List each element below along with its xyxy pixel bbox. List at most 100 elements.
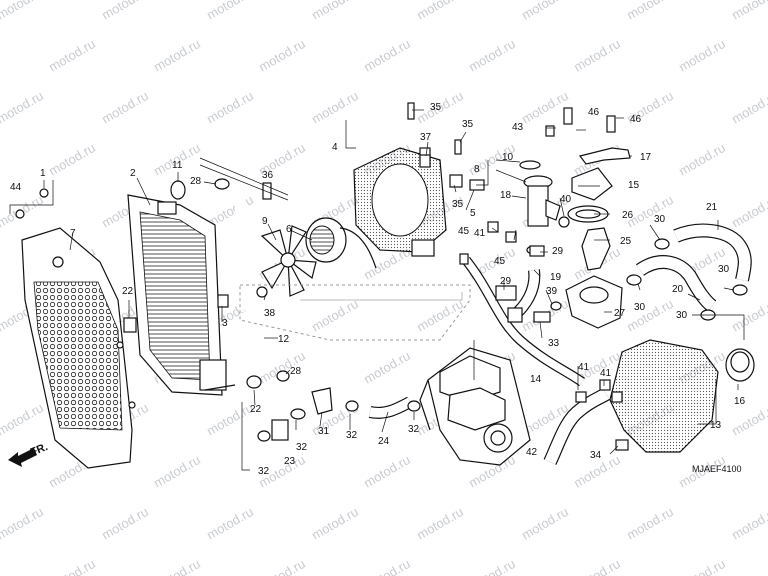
clamp-28-top <box>214 178 230 190</box>
radiator-core <box>127 194 236 396</box>
watermark-text: motod.ru <box>519 88 571 127</box>
front-label: FR. <box>29 441 50 459</box>
watermark-text: motod.ru <box>0 88 46 127</box>
callout-8: 8 <box>474 164 480 175</box>
engine-block <box>419 347 531 466</box>
callout-18: 18 <box>500 190 512 201</box>
bolt-35-right <box>454 139 462 155</box>
hose-23 <box>271 419 289 441</box>
clamp-32-c <box>345 400 359 412</box>
watermark-text: motod.ru <box>256 36 308 75</box>
callout-16: 16 <box>734 396 746 407</box>
callout-21: 21 <box>706 202 718 213</box>
watermark-text: motod.ru <box>571 556 623 576</box>
watermark-text: motod.ru <box>624 504 676 543</box>
callout-27: 27 <box>614 308 626 319</box>
callout-5: 5 <box>470 208 476 219</box>
nut-38 <box>256 286 268 298</box>
watermark-text: motod.ru <box>0 504 46 543</box>
watermark-text: motod.ru <box>729 0 768 23</box>
callout-20: 20 <box>672 284 684 295</box>
diagram-code: MJAEF4100 <box>692 464 742 474</box>
watermark-text: motod.ru <box>466 556 518 576</box>
callout-28: 28 <box>290 366 302 377</box>
watermark-text: motod.ru <box>729 192 768 231</box>
callout-34: 34 <box>590 450 602 461</box>
collar-22 <box>246 375 262 389</box>
bolt-34 <box>615 439 629 451</box>
callout-32: 32 <box>408 424 420 435</box>
watermark-text: motod.ru <box>151 452 203 491</box>
radiator-grille-cover <box>21 227 136 469</box>
callout-39: 39 <box>546 286 558 297</box>
callout-13: 13 <box>710 420 722 431</box>
frame-outline <box>239 284 471 341</box>
callout-41: 41 <box>600 368 612 379</box>
joint-29 <box>495 285 517 301</box>
callout-29: 29 <box>552 246 564 257</box>
hose-24 <box>369 397 413 418</box>
watermark-text: motod.ru <box>0 0 46 23</box>
clamp-32-a <box>257 430 271 442</box>
callout-30: 30 <box>676 310 688 321</box>
watermark-text: motod.ru <box>519 0 571 23</box>
callout-10: 10 <box>502 152 514 163</box>
callout-30: 30 <box>718 264 730 275</box>
watermark-text: motod.ru <box>204 400 256 439</box>
clip-41 <box>459 253 469 265</box>
front-direction-indicator: FR. <box>8 441 50 467</box>
clamp-32-b <box>290 408 306 420</box>
watermark-text: motod.ru <box>414 504 466 543</box>
cushion-37 <box>419 154 431 168</box>
cooling-fan <box>260 225 317 297</box>
frame-rail <box>300 292 463 301</box>
grommet-3 <box>217 294 229 308</box>
watermark-text: motod.ru <box>46 556 98 576</box>
hose-20 <box>636 256 716 311</box>
callout-45: 45 <box>458 226 470 237</box>
callout-12: 12 <box>278 334 290 345</box>
watermark-text: motod.ru <box>414 0 466 23</box>
clip-29 <box>529 245 545 257</box>
watermark-text: motod.ru <box>624 296 676 335</box>
clamp-28-bottom <box>276 370 290 382</box>
hose-42 <box>544 389 610 465</box>
watermark-text: motod.ru <box>99 88 151 127</box>
reserve-tank <box>609 339 755 453</box>
clamp-30-b <box>626 274 642 286</box>
callout-33: 33 <box>548 338 560 349</box>
leader-lines <box>9 109 745 471</box>
callout-35: 35 <box>430 102 442 113</box>
callout-26: 26 <box>622 210 634 221</box>
clamp-32-d <box>407 400 421 412</box>
watermark-text: motod.ru <box>676 140 728 179</box>
watermark-text: motod.ru <box>676 36 728 75</box>
watermark-text: motod.ru <box>204 504 256 543</box>
callout-2: 2 <box>130 168 136 179</box>
watermark-text: motod.ru <box>46 140 98 179</box>
watermark-text: motod.ru <box>151 556 203 576</box>
callout-1: 1 <box>40 168 46 179</box>
watermark-text: motod.ru <box>624 0 676 23</box>
watermark-text: motod.ru <box>676 556 728 576</box>
callout-28: 28 <box>190 176 202 187</box>
callout-25: 25 <box>620 236 632 247</box>
callout-38: 38 <box>264 308 276 319</box>
callout-3: 3 <box>222 318 228 329</box>
watermark-text: motod.ru <box>151 36 203 75</box>
callout-11: 11 <box>172 160 183 171</box>
callout-46: 46 <box>588 107 600 118</box>
callout-31: 31 <box>318 426 330 437</box>
watermark-text: motod.ru <box>204 88 256 127</box>
clip-41-right <box>575 391 587 403</box>
watermark-text: motod.ru <box>99 504 151 543</box>
rubber-cushion-22 <box>123 317 137 333</box>
callout-43: 43 <box>512 122 524 133</box>
callout-35: 35 <box>452 199 464 210</box>
watermark-text: motod.ru <box>361 36 413 75</box>
watermark-text: motod.ru <box>519 504 571 543</box>
watermark-text: motod.ru <box>309 504 361 543</box>
watermark-text: motod.ru <box>361 348 413 387</box>
clamp-30-a <box>654 238 670 250</box>
